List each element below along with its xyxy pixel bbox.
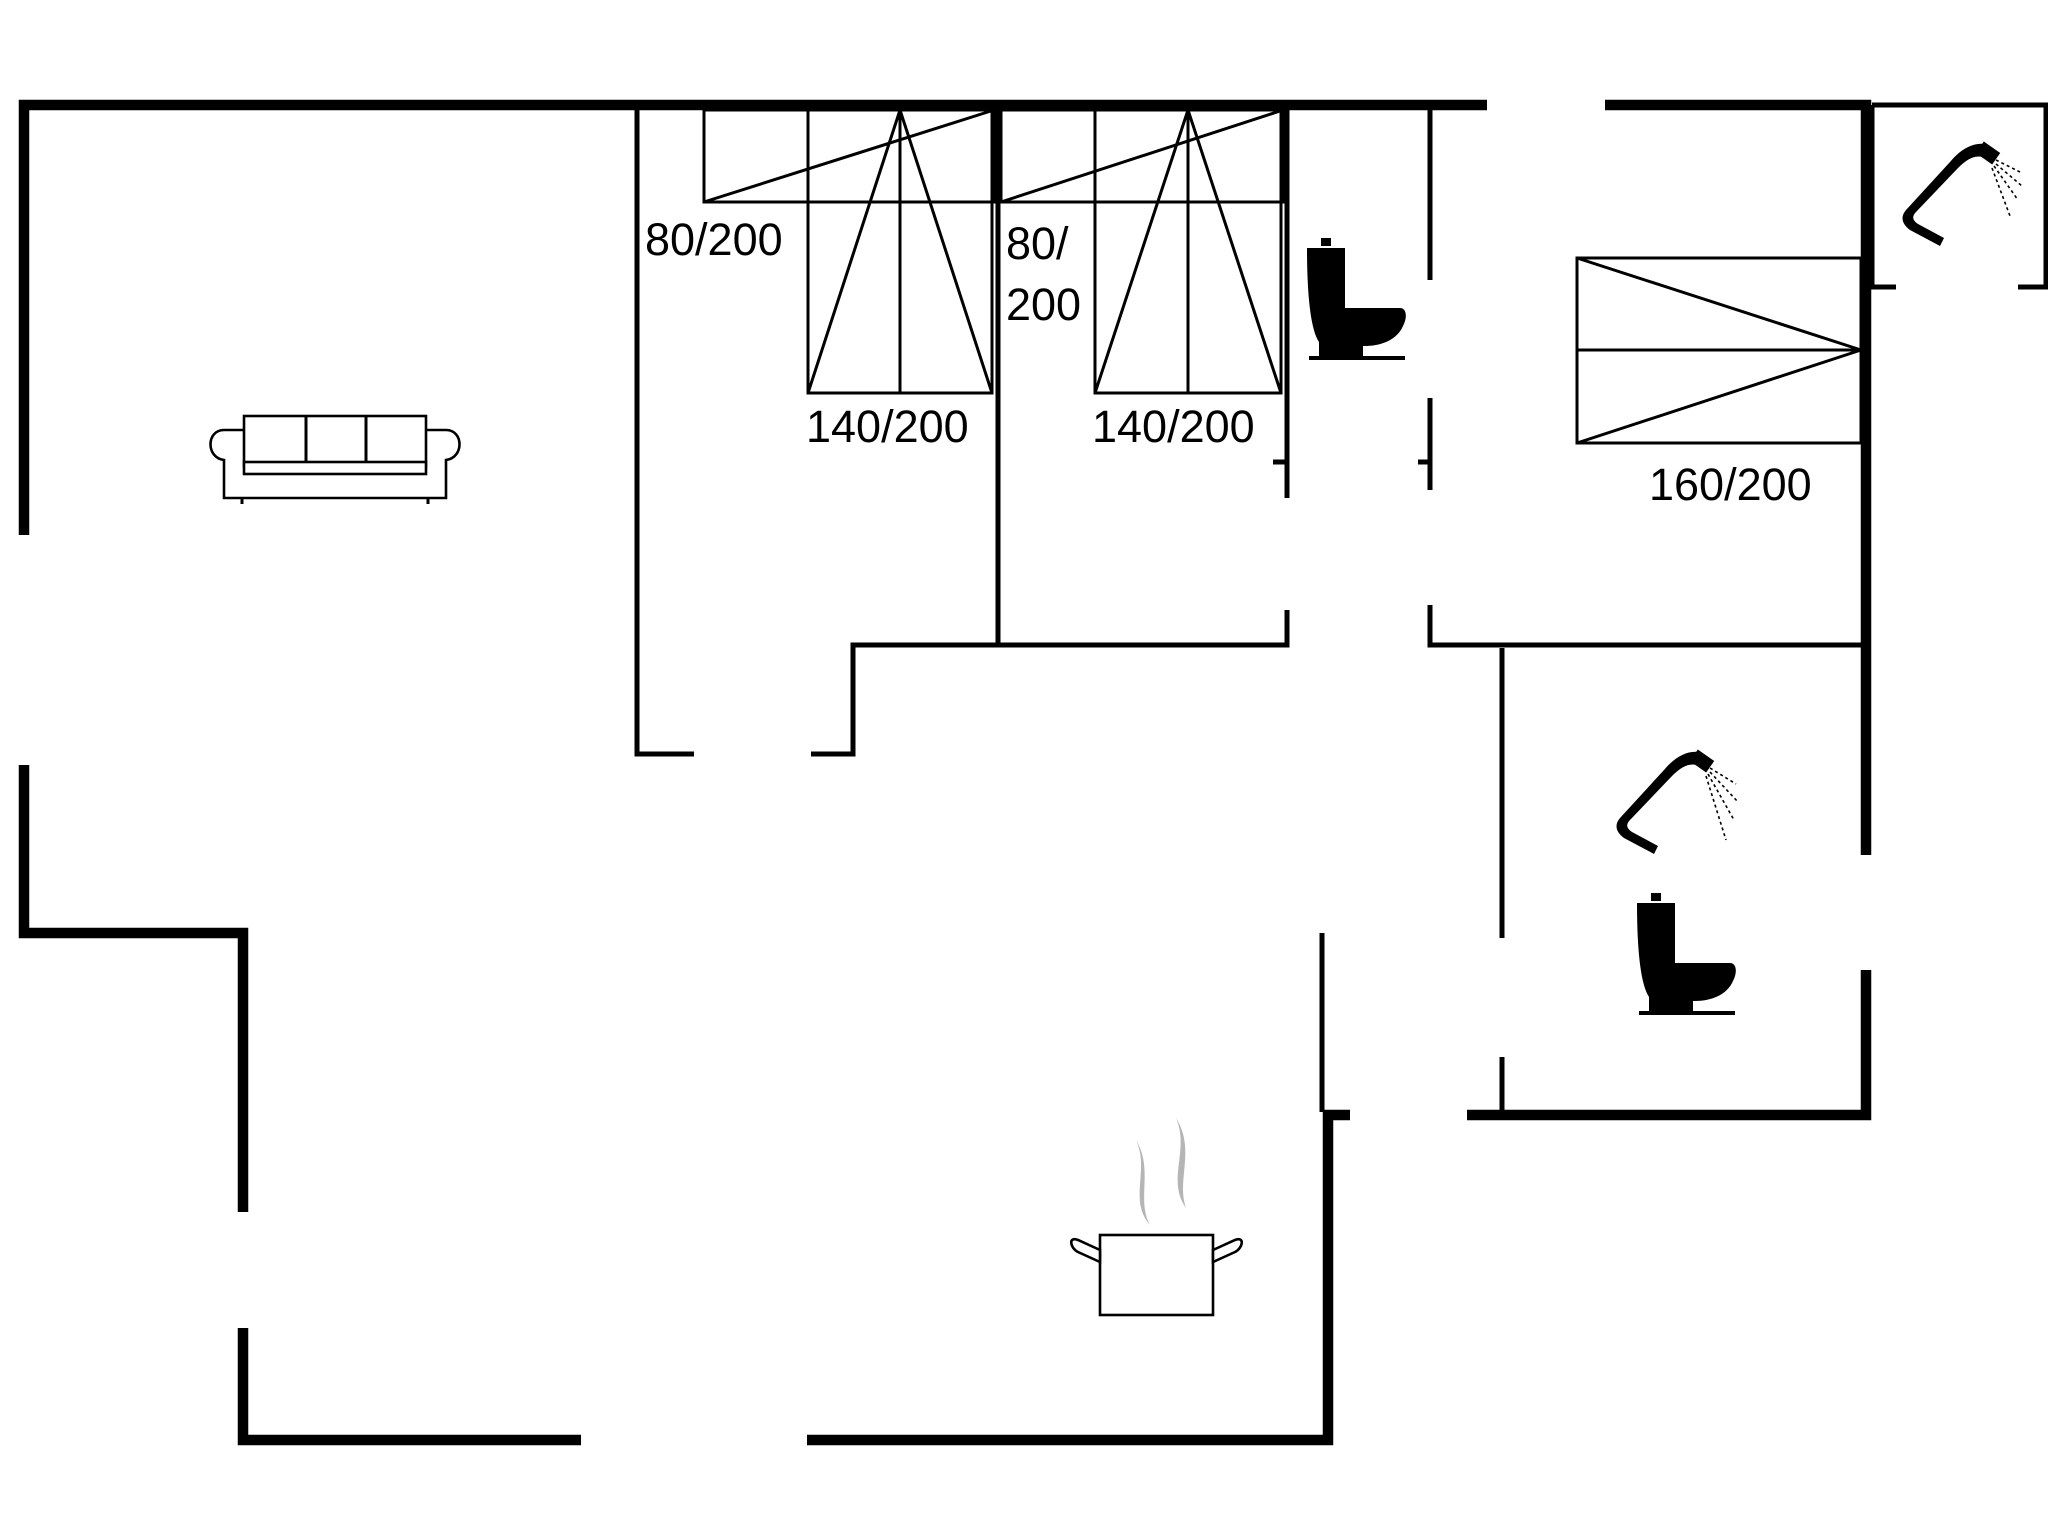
shower-icon: [1616, 749, 1739, 854]
bed-140-b: [1093, 108, 1283, 395]
cooking-pot-icon: [1069, 1118, 1244, 1317]
toilet-icon: [1307, 238, 1406, 360]
outer-walls: [18, 99, 1872, 1446]
bed-label-80-b-line2: 200: [1006, 279, 1081, 330]
shower-icon: [1902, 141, 2023, 246]
bed-160: [1575, 256, 1863, 445]
sofa-icon: [209, 414, 461, 504]
bed-label-140-b: 140/200: [1092, 401, 1255, 452]
bed-label-140-a: 140/200: [806, 401, 969, 452]
bed-label-160: 160/200: [1649, 459, 1812, 510]
toilet-icon: [1637, 893, 1736, 1015]
bed-80-a: [702, 108, 996, 204]
bed-80-b: [999, 108, 1285, 204]
interior-walls: [634, 102, 2048, 1112]
bed-label-80-a: 80/200: [645, 214, 783, 265]
bed-label-80-b-line1: 80/: [1006, 218, 1069, 269]
bed-140-a: [806, 108, 994, 395]
